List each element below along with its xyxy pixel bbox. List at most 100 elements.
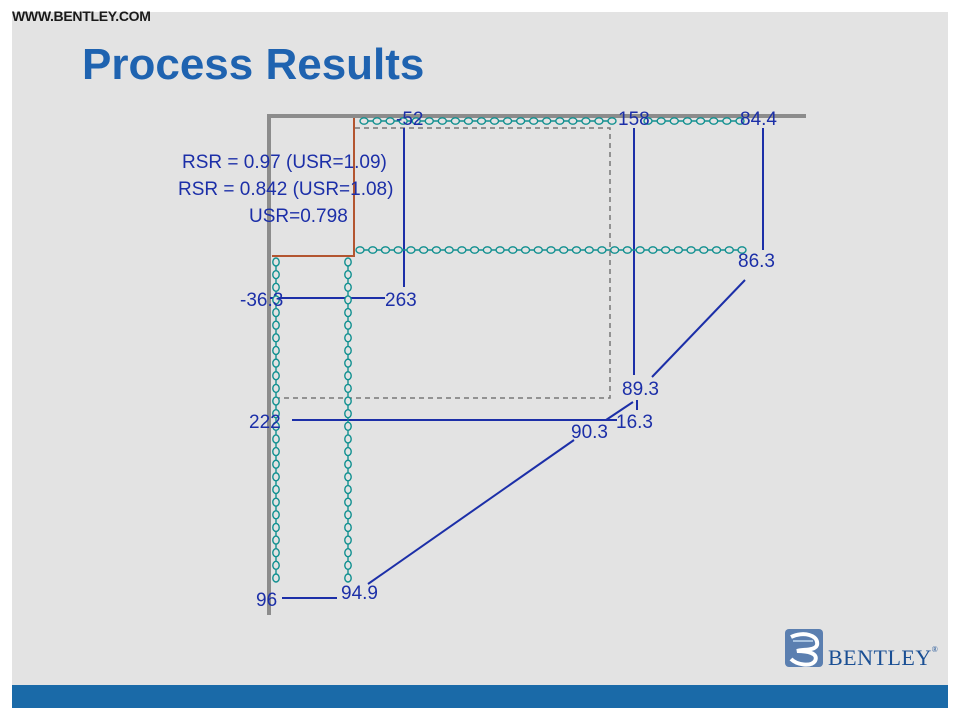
member-label: 222: [249, 412, 281, 433]
member-node: [709, 117, 719, 125]
member-node: [344, 510, 352, 520]
member-node: [380, 246, 391, 254]
member-node: [502, 117, 513, 125]
member-node: [344, 295, 352, 305]
member-node: [669, 117, 679, 125]
member-node: [272, 510, 280, 520]
member-node: [272, 573, 280, 583]
member-node: [344, 282, 352, 292]
member-node: [682, 117, 693, 125]
member-node: [469, 246, 480, 254]
member-node: [359, 117, 369, 125]
member-node: [418, 246, 429, 254]
member-node: [571, 246, 582, 254]
member-node: [344, 307, 352, 318]
member-node: [476, 117, 487, 125]
member-node: [385, 117, 395, 125]
member-node: [272, 408, 280, 419]
logo-wordmark: BENTLEY®: [828, 645, 939, 670]
member-node: [272, 358, 280, 368]
frame-outline: [267, 114, 806, 615]
member-node: [344, 257, 352, 267]
member-node: [272, 307, 280, 318]
member-label: 263: [385, 290, 417, 311]
member-node: [437, 117, 448, 125]
member-node: [737, 246, 747, 254]
member-node: [520, 246, 531, 254]
member-node: [686, 246, 696, 254]
member-node: [272, 282, 280, 292]
bottom-bar: [12, 685, 948, 708]
dotted-members: [272, 117, 747, 583]
member-node: [508, 246, 518, 254]
member-node: [431, 246, 442, 254]
member-node: [594, 117, 604, 125]
member-node: [643, 117, 653, 125]
member-node: [673, 246, 684, 254]
member-lines: [270, 128, 764, 599]
member-label: 158: [618, 109, 650, 130]
member-node: [609, 246, 620, 254]
member-label: 90.3: [571, 422, 608, 443]
member-node: [546, 246, 556, 254]
member-node: [272, 320, 280, 330]
member-label: -52: [396, 109, 423, 130]
member-node: [272, 548, 280, 558]
annotation-rsr-1: RSR = 0.97 (USR=1.09): [182, 152, 387, 173]
member-node: [648, 246, 658, 254]
member-node: [344, 269, 352, 280]
member-node: [635, 246, 645, 254]
member-node: [344, 333, 352, 343]
member-node: [272, 295, 280, 305]
dashed-frame: [277, 127, 611, 399]
member-node: [272, 497, 280, 507]
site-url: WWW.BENTLEY.COM: [12, 8, 151, 24]
member-node: [344, 459, 352, 469]
member-node: [344, 434, 352, 444]
member-node: [344, 408, 352, 419]
member-node: [272, 371, 280, 381]
member-node: [489, 117, 500, 125]
annotation-usr: USR=0.798: [249, 206, 348, 227]
member-node: [344, 446, 352, 457]
member-node: [344, 358, 352, 368]
member-node: [344, 421, 352, 432]
member-node: [272, 421, 280, 432]
member-node: [463, 117, 474, 125]
member-node: [272, 257, 280, 267]
member-node: [344, 484, 352, 495]
member-node: [607, 117, 617, 125]
member-node: [272, 459, 280, 469]
member-node: [355, 246, 365, 254]
member-node: [372, 117, 382, 125]
member-node: [344, 472, 352, 482]
member-node: [699, 246, 709, 254]
member-node: [344, 396, 352, 406]
member-node: [272, 383, 280, 394]
member-node: [344, 383, 352, 394]
member-node: [515, 117, 526, 125]
member-node: [368, 246, 378, 254]
brace-line: [272, 118, 355, 257]
member-node: [272, 269, 280, 280]
member-line: [605, 401, 634, 421]
member-node: [444, 246, 454, 254]
member-node: [272, 522, 280, 533]
member-node: [393, 246, 403, 254]
member-node: [533, 246, 543, 254]
member-node: [344, 560, 352, 571]
member-node: [344, 371, 352, 381]
member-node: [344, 573, 352, 583]
bentley-logo: [785, 629, 823, 667]
member-node: [495, 246, 505, 254]
member-node: [272, 446, 280, 457]
member-node: [272, 560, 280, 571]
annotation-rsr-2: RSR = 0.842 (USR=1.08): [178, 179, 393, 200]
member-node: [581, 117, 591, 125]
member-node: [735, 117, 745, 125]
member-node: [722, 117, 732, 125]
member-node: [272, 484, 280, 495]
member-node: [528, 117, 539, 125]
member-label: 84.4: [740, 109, 777, 130]
